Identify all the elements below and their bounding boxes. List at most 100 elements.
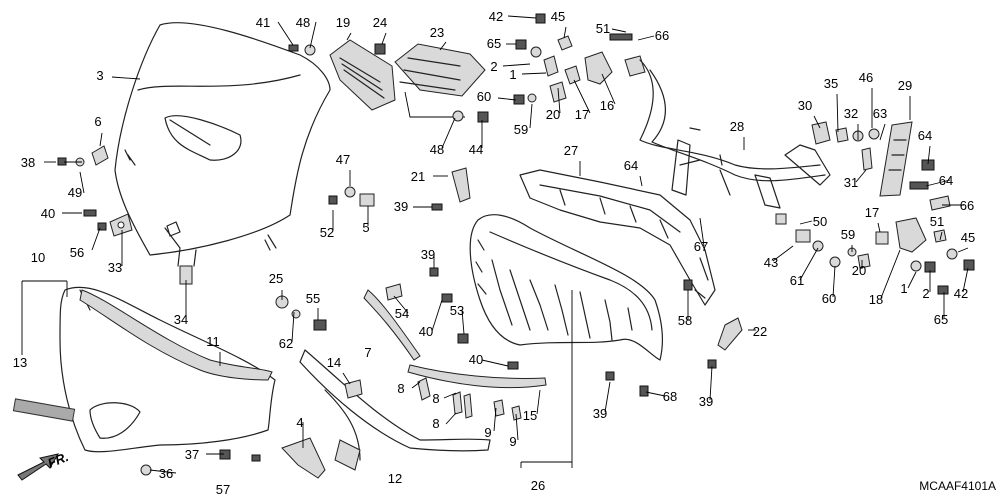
- part-inner-panel-27: [519, 169, 716, 306]
- callout-33: 33: [108, 260, 122, 275]
- part-bracket-22: [717, 317, 743, 351]
- callout-20: 20: [852, 263, 866, 278]
- leader-line: [502, 63, 531, 67]
- part-washer-48b: [452, 110, 464, 122]
- callout-44: 44: [469, 142, 483, 157]
- callout-36: 36: [159, 466, 173, 481]
- part-garnish-12: [299, 349, 491, 471]
- callout-11: 11: [206, 334, 220, 349]
- part-bracket-29: [879, 121, 913, 197]
- callout-60: 60: [477, 89, 491, 104]
- callout-39: 39: [421, 247, 435, 262]
- callout-21: 21: [411, 169, 425, 184]
- callout-54: 54: [395, 306, 409, 321]
- callout-14: 14: [327, 355, 341, 370]
- callout-8: 8: [432, 391, 439, 406]
- callout-42: 42: [489, 9, 503, 24]
- part-garnish-11: [79, 289, 273, 381]
- leader-line: [877, 222, 881, 233]
- callout-64: 64: [624, 158, 638, 173]
- callout-19: 19: [336, 15, 350, 30]
- callout-42: 42: [954, 286, 968, 301]
- callout-53: 53: [450, 303, 464, 318]
- callout-4: 4: [296, 415, 303, 430]
- callout-20: 20: [546, 107, 560, 122]
- leader-line: [879, 123, 886, 141]
- part-strip-15: [407, 364, 547, 389]
- leader-line: [309, 21, 317, 49]
- callout-2: 2: [922, 286, 929, 301]
- leader-line: [515, 413, 519, 441]
- leader-line: [481, 359, 509, 367]
- leader-line: [277, 21, 294, 46]
- leader-line: [907, 271, 917, 289]
- leader-line: [393, 295, 409, 314]
- part-bolt-39a: [431, 203, 443, 211]
- leader-line: [957, 247, 969, 253]
- leader-line: [461, 309, 465, 335]
- callout-51: 51: [930, 214, 944, 229]
- callout-1: 1: [509, 67, 516, 82]
- leader-line: [111, 76, 141, 80]
- callout-39: 39: [699, 394, 713, 409]
- leader-line: [645, 391, 666, 397]
- leader-line: [611, 28, 627, 33]
- callout-35: 35: [824, 76, 838, 91]
- callout-64: 64: [939, 173, 953, 188]
- part-duct-23: [394, 43, 486, 118]
- leader-line: [431, 299, 443, 332]
- leader-line: [639, 175, 643, 187]
- front-indicator: FR.: [17, 449, 71, 481]
- part-hardware-lower: [140, 267, 717, 476]
- leader-line: [699, 217, 705, 247]
- callout-5: 5: [362, 220, 369, 235]
- part-inner-cowl: [469, 214, 664, 361]
- callout-64: 64: [918, 128, 932, 143]
- callout-34: 34: [174, 312, 188, 327]
- callout-45: 45: [961, 230, 975, 245]
- part-bracket-4: [281, 437, 326, 479]
- part-bracket-21: [451, 167, 471, 203]
- leader-line: [497, 97, 517, 101]
- leader-line: [91, 227, 101, 251]
- callout-65: 65: [934, 312, 948, 327]
- part-nut-56: [97, 222, 107, 231]
- part-bolt-40a: [83, 209, 97, 217]
- leader-line: [445, 412, 457, 425]
- callout-65: 65: [487, 36, 501, 51]
- part-screw-58: [683, 279, 693, 291]
- part-bracket-33: [109, 213, 133, 237]
- leader-line: [439, 41, 447, 51]
- part-screw-44: [477, 111, 489, 123]
- callout-2: 2: [490, 59, 497, 74]
- front-indicator-label: FR.: [46, 449, 71, 471]
- callout-48: 48: [430, 142, 444, 157]
- callout-48: 48: [296, 15, 310, 30]
- leader-line: [521, 72, 547, 75]
- callout-26: 26: [531, 478, 545, 493]
- leader-line: [573, 79, 591, 114]
- leader-line: [604, 381, 611, 413]
- callout-61: 61: [790, 273, 804, 288]
- callout-30: 30: [798, 98, 812, 113]
- callout-23: 23: [430, 25, 444, 40]
- leader-line: [342, 372, 351, 385]
- callout-25: 25: [269, 271, 283, 286]
- leader-line: [836, 93, 839, 133]
- leader-line: [927, 145, 931, 165]
- callout-59: 59: [841, 227, 855, 242]
- part-nut-48a: [304, 44, 316, 56]
- callout-24: 24: [373, 15, 387, 30]
- part-hardware-cluster-right: [775, 127, 951, 243]
- leader-line: [557, 87, 561, 114]
- callout-22: 22: [753, 324, 767, 339]
- leader-line: [880, 249, 901, 299]
- callout-28: 28: [730, 119, 744, 134]
- leader-line: [536, 389, 541, 415]
- callout-47: 47: [336, 152, 350, 167]
- part-screw-47-52-5: [328, 186, 375, 207]
- leader-line: [772, 245, 794, 262]
- part-bolt-41: [288, 44, 299, 52]
